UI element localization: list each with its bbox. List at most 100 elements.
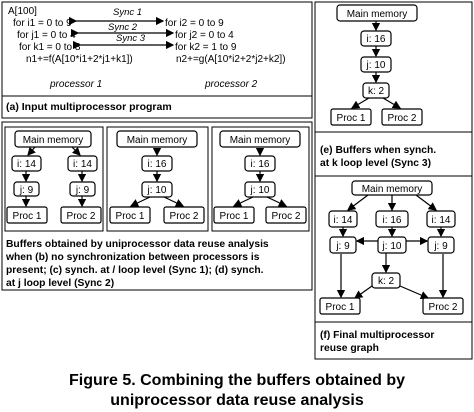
f-i-buffer-left-label: i: 14 <box>334 215 353 226</box>
f-i-buffer-right-label: i: 14 <box>432 215 451 226</box>
b-main-memory-label: Main memory <box>23 135 84 146</box>
c-j-buffer <box>141 181 173 198</box>
left-loop-j1: for j1 = 0 to 4 <box>17 30 76 41</box>
panel-f-graph: Main memory i: 14 i: 16 i: 14 j: 9 j: 10… <box>319 180 464 315</box>
f-edge-k-proc2 <box>399 285 430 300</box>
e-i-buffer-label: i: 16 <box>367 34 386 45</box>
array-declaration: A[100] <box>8 6 37 17</box>
figure-caption-line-2: uniprocessor data reuse analysis <box>110 392 364 409</box>
right-loop-i2: for i2 = 0 to 9 <box>165 18 224 29</box>
f-j-buffer-right-label: j: 9 <box>433 241 448 252</box>
f-proc-1 <box>319 297 361 315</box>
panel-e-graph: Main memory i: 16 j: 10 k: 2 Proc 1 Proc… <box>330 4 423 126</box>
f-j-buffer-mid-label: j: 10 <box>382 241 402 252</box>
processor-1-label: processor 1 <box>49 79 102 90</box>
e-proc-1 <box>330 108 372 126</box>
c-j-buffer-label: j: 10 <box>147 185 167 196</box>
panel-c-graph: Main memory i: 16 j: 10 Proc 1 Proc 2 <box>109 130 205 224</box>
c-proc-2 <box>163 206 205 224</box>
d-j-buffer <box>244 181 276 198</box>
b-proc-2 <box>60 206 102 224</box>
panel-a-caption: (a) Input multiprocessor program <box>6 101 172 113</box>
panel-f-frame <box>314 175 473 360</box>
b-i-buffer-proc2-label: i: 14 <box>73 159 92 170</box>
bcd-caption-line-2: when (b) no synchronization between proc… <box>5 252 260 263</box>
panel-a-frame <box>1 1 313 119</box>
left-loop-k1: for k1 = 0 to 8 <box>19 42 81 53</box>
right-statement: n2+=g(A[10*i2+2*j2+k2]) <box>176 54 286 65</box>
d-proc-2 <box>265 206 307 224</box>
d-main-memory-label: Main memory <box>230 135 291 146</box>
e-k-buffer <box>362 82 390 99</box>
b-proc-2-label: Proc 2 <box>67 211 96 222</box>
processor-2-label: processor 2 <box>204 79 258 90</box>
panel-d-frame <box>211 126 310 232</box>
b-j-buffer-proc2 <box>69 181 96 197</box>
left-statement: n1+=f(A[10*i1+2*j1+k1]) <box>26 54 133 65</box>
c-proc-2-label: Proc 2 <box>170 211 199 222</box>
f-main-memory-node <box>351 180 433 196</box>
c-main-memory-node <box>116 130 198 148</box>
e-j-buffer-label: j: 10 <box>366 60 386 71</box>
d-i-buffer <box>244 155 276 172</box>
bcd-caption-line-3: present; (c) synch. at / loop level (Syn… <box>6 265 264 276</box>
d-j-buffer-label: j: 10 <box>250 185 270 196</box>
f-edge-k-proc1 <box>354 285 373 299</box>
c-proc-1 <box>109 206 151 224</box>
panel-d-graph: Main memory i: 16 j: 10 Proc 1 Proc 2 <box>213 130 307 224</box>
e-proc-1-label: Proc 1 <box>337 113 366 124</box>
e-j-buffer <box>360 56 392 73</box>
b-i-buffer-proc2 <box>67 155 98 172</box>
panel-bcd-frame <box>1 121 313 291</box>
left-loop-i1: for i1 = 0 to 9 <box>13 18 72 29</box>
b-main-memory-node <box>14 130 92 148</box>
e-i-buffer <box>360 30 392 47</box>
e-edge-k-proc1 <box>350 97 370 109</box>
f-proc-2 <box>422 297 464 315</box>
b-proc-1 <box>6 206 48 224</box>
panel-b-frame <box>4 126 104 232</box>
figure-caption-line-1: Figure 5. Combining the buffers obtained… <box>69 372 405 389</box>
bcd-caption-line-1: Buffers obtained by uniprocessor data re… <box>6 239 269 250</box>
sync-3-label: Sync 3 <box>116 33 146 44</box>
f-proc-2-label: Proc 2 <box>429 302 458 313</box>
c-i-buffer-label: i: 16 <box>148 159 167 170</box>
e-main-memory-node <box>336 4 418 22</box>
f-edge-mem-i-right <box>415 194 437 211</box>
panel-b-graph: Main memory i: 14 i: 14 j: 9 j: 9 Proc 1… <box>6 130 102 224</box>
e-main-memory-label: Main memory <box>347 9 408 20</box>
c-proc-1-label: Proc 1 <box>116 211 145 222</box>
d-proc-1 <box>213 206 255 224</box>
right-loop-j2: for j2 = 0 to 4 <box>175 30 234 41</box>
f-i-buffer-mid-label: i: 16 <box>383 215 402 226</box>
bcd-caption-line-4: at j loop level (Sync 2) <box>6 278 114 289</box>
e-k-buffer-label: k: 2 <box>368 86 385 97</box>
c-edge-j-proc1 <box>129 196 151 207</box>
right-loop-k2: for k2 = 1 to 9 <box>175 42 237 53</box>
c-main-memory-label: Main memory <box>127 135 188 146</box>
b-j-buffer-proc2-label: j: 9 <box>75 185 90 196</box>
sync-2-label: Sync 2 <box>108 22 138 33</box>
f-i-buffer-right <box>426 210 456 228</box>
b-i-buffer-proc1-label: i: 14 <box>17 159 36 170</box>
f-main-memory-label: Main memory <box>362 184 423 195</box>
panel-c-frame <box>106 126 209 232</box>
panel-f-caption-line-1: (f) Final multiprocessor <box>320 330 434 341</box>
f-j-buffer-mid <box>377 236 407 254</box>
d-proc-1-label: Proc 1 <box>220 211 249 222</box>
f-edge-mem-i-left <box>347 194 369 211</box>
b-i-buffer-proc1 <box>11 155 42 172</box>
f-i-buffer-left <box>328 210 358 228</box>
d-proc-2-label: Proc 2 <box>272 211 301 222</box>
f-j-buffer-left <box>329 236 357 254</box>
c-edge-j-proc2 <box>163 196 185 207</box>
panel-e-caption-line-2: at k loop level (Sync 3) <box>320 158 431 169</box>
b-j-buffer-proc1-label: j: 9 <box>19 185 34 196</box>
d-main-memory-node <box>219 130 301 148</box>
b-j-buffer-proc1 <box>13 181 40 197</box>
e-proc-2 <box>381 108 423 126</box>
d-i-buffer-label: i: 16 <box>251 159 270 170</box>
sync-1-label: Sync 1 <box>113 7 142 18</box>
panel-e-caption-line-1: (e) Buffers when synch. <box>320 145 436 156</box>
